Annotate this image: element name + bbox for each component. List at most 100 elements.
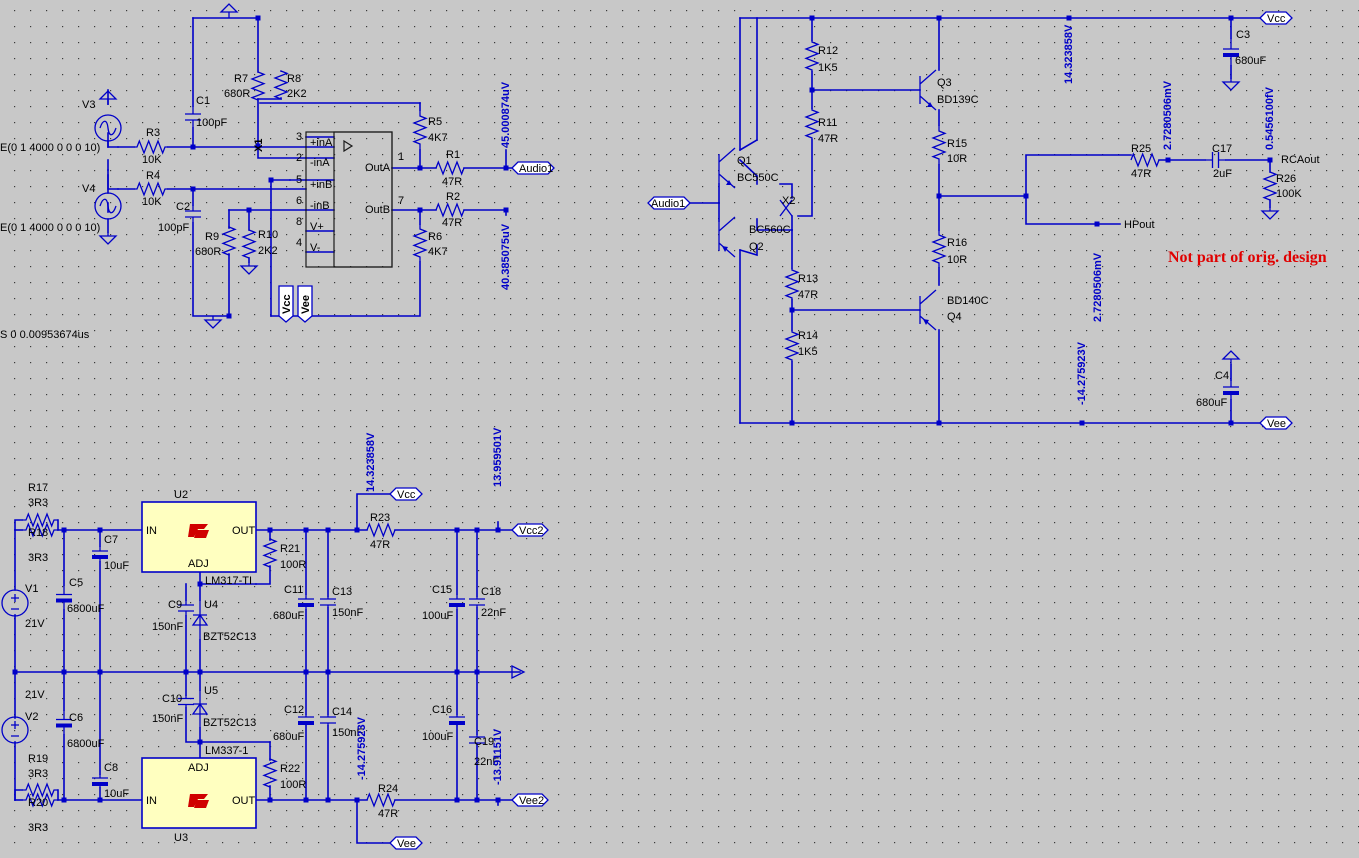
capacitor-plates — [92, 774, 108, 788]
opamp-pin-label: OutB — [365, 204, 390, 216]
capacitor-C15 — [449, 594, 465, 610]
junction-dot — [417, 207, 423, 213]
junction-dot — [1228, 420, 1234, 426]
parts-R22-value-label: 100R — [280, 779, 306, 791]
parts-R9-name-label: R9 — [205, 231, 219, 243]
parts-R4-name-label: R4 — [146, 170, 160, 182]
sources-V2-value-label: 21V — [25, 689, 45, 701]
parts-X2-name-label: X2 — [782, 195, 795, 207]
source-V4 — [94, 192, 122, 220]
resistor-R19 — [22, 782, 58, 798]
opamp-pin-number: 7 — [398, 195, 404, 207]
opamp-pin-label: -inA — [310, 157, 330, 169]
wire — [14, 519, 59, 531]
parts-R7-name-label: R7 — [234, 73, 248, 85]
resistor-R18 — [22, 522, 58, 538]
parts-Q3-value-label: BD139C — [937, 94, 979, 106]
parts-Q1-value-label: BC550C — [737, 172, 779, 184]
plus-minus-icon — [11, 721, 19, 737]
junction-dot — [267, 527, 273, 533]
parts-C1-name-label: C1 — [196, 95, 210, 107]
parts-R13-name-label: R13 — [798, 273, 818, 285]
wire — [192, 222, 230, 317]
net-audio1-out — [511, 161, 555, 175]
junction-dot — [1066, 15, 1072, 21]
capacitor-C16 — [449, 714, 465, 726]
wire — [185, 707, 201, 743]
resistor-R24 — [366, 792, 396, 808]
capacitor-plates — [1223, 380, 1239, 400]
parts-R21-name-label: R21 — [280, 543, 300, 555]
wire — [1025, 195, 1121, 225]
parts-R11-value-label: 47R — [818, 133, 838, 145]
capacitor-C13 — [320, 596, 336, 608]
net-hpout-label: HPout — [1124, 219, 1155, 231]
net-vcc-amp — [1259, 11, 1293, 25]
capacitor-C12 — [298, 714, 314, 726]
capacitor-polarity — [298, 721, 314, 725]
parts-R4-value-label: 10K — [142, 196, 162, 208]
source-V1 — [1, 589, 29, 617]
zener-U5 — [191, 690, 209, 728]
transistor-body — [919, 69, 937, 111]
capacitor-polarity — [1223, 391, 1239, 395]
net-rcaout-label: RCAout — [1281, 154, 1320, 166]
capacitor-C9 — [178, 600, 194, 616]
u2-pin-out: OUT — [232, 525, 256, 537]
capacitor-plates — [178, 600, 194, 616]
resistor-R26 — [1262, 171, 1278, 201]
parts-C15-name-label: C15 — [432, 584, 452, 596]
parts-C4-value-label: 680uF — [1196, 397, 1227, 409]
probe-voltage-label: 0.5456100fV — [1264, 86, 1276, 150]
parts-C7-name-label: C7 — [104, 534, 118, 546]
capacitor-plates — [185, 205, 201, 223]
wire — [257, 145, 307, 159]
capacitor-C1 — [185, 106, 201, 128]
net-label-shape — [389, 836, 423, 850]
junction-dot — [197, 581, 203, 587]
capacitor-C19 — [469, 734, 485, 746]
net-label-shape — [511, 793, 549, 807]
capacitor-plates — [320, 714, 336, 726]
parts-C16-name-label: C16 — [432, 704, 452, 716]
source-V2 — [1, 716, 29, 744]
parts-R19-value-label: 3R3 — [28, 768, 48, 780]
resistor-R2 — [435, 202, 465, 218]
probe-voltage-label: 2.7280506mV — [1092, 252, 1104, 322]
junction-dot — [97, 797, 103, 803]
parts-C10-name-label: C10 — [162, 693, 182, 705]
opamp-pin-number: 2 — [296, 152, 302, 164]
parts-R5-name-label: R5 — [428, 116, 442, 128]
parts-R15-name-label: R15 — [947, 138, 967, 150]
junction-dot — [303, 527, 309, 533]
u3-pin-in: IN — [146, 795, 157, 807]
transistor-Q2 — [718, 216, 736, 258]
junction-dot — [197, 739, 203, 745]
probe-voltage-label: 13.959501V — [492, 427, 504, 487]
transistor-body — [718, 216, 736, 258]
parts-C15-value-label: 100uF — [422, 610, 453, 622]
sources-V2-name-label: V2 — [25, 711, 38, 723]
net-label-text: Vee2 — [519, 795, 544, 807]
capacitor-C7 — [92, 546, 108, 562]
parts-R2-value-label: 47R — [442, 217, 462, 229]
junction-dot — [226, 313, 232, 319]
probe-voltage-label: 2.7280506mV — [1162, 80, 1174, 150]
junction-dot — [809, 15, 815, 21]
capacitor-plates — [56, 710, 72, 735]
parts-R3-name-label: R3 — [146, 127, 160, 139]
junction-dot — [936, 420, 942, 426]
capacitor-plates — [469, 596, 485, 608]
parts-R23-name-label: R23 — [370, 512, 390, 524]
parts-C11-name-label: C11 — [284, 584, 303, 596]
junction-dot — [474, 527, 480, 533]
net-vcc2-ps — [511, 523, 549, 537]
transistor-body — [919, 289, 937, 331]
emitter-arrow — [927, 102, 933, 107]
parts-C18-name-label: C18 — [481, 586, 501, 598]
net-label-text: Vee — [1267, 418, 1286, 430]
parts-R8-value-label: 2K2 — [287, 88, 307, 100]
resistor-R1 — [435, 160, 465, 176]
opamp-pin-number: 4 — [296, 237, 302, 249]
parts-R12-value-label: 1K5 — [818, 62, 838, 74]
